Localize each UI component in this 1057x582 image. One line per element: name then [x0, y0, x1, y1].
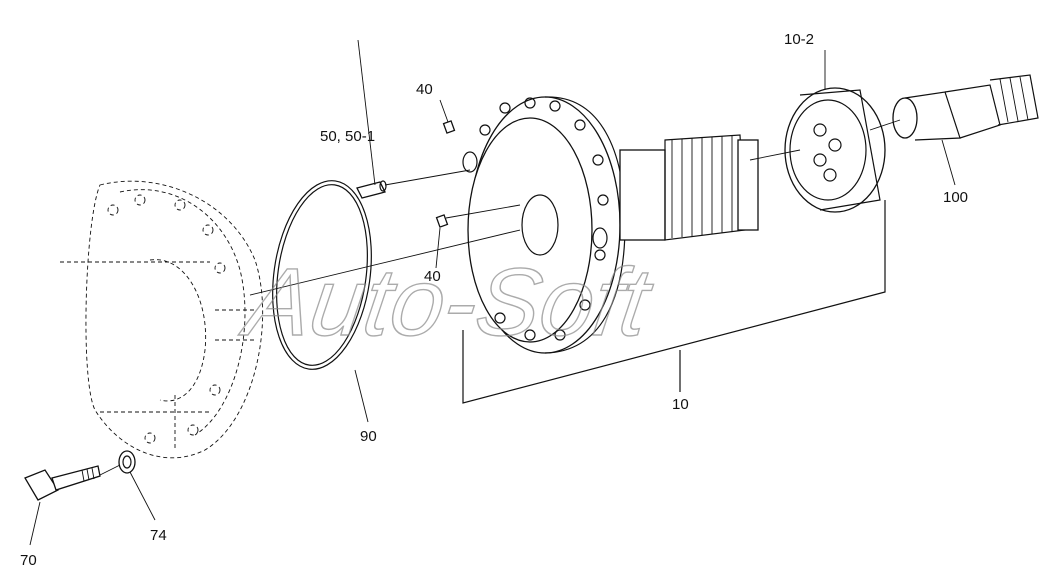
watermark: Auto-Soft: [235, 249, 659, 355]
breather-valve-50: [356, 180, 387, 199]
plug-40-top: [442, 120, 456, 134]
label-50-50-1: 50, 50-1: [320, 128, 375, 145]
axle-housing: [60, 180, 264, 459]
label-70: 70: [20, 552, 37, 569]
leader-lines: [29, 39, 956, 546]
label-10-2: 10-2: [784, 31, 814, 48]
bolt-70: [24, 465, 101, 501]
hub-carrier-10: [462, 96, 759, 354]
label-100: 100: [943, 189, 968, 206]
label-10: 10: [672, 396, 689, 413]
washer-74: [118, 450, 136, 474]
plug-40-mid: [435, 214, 449, 228]
label-74: 74: [150, 527, 167, 544]
label-90: 90: [360, 428, 377, 445]
drive-shaft-100: [892, 74, 1039, 141]
label-40-mid: 40: [424, 268, 441, 285]
cover-10-2: [784, 87, 886, 213]
label-40-top: 40: [416, 81, 433, 98]
o-ring-90: [272, 180, 372, 370]
